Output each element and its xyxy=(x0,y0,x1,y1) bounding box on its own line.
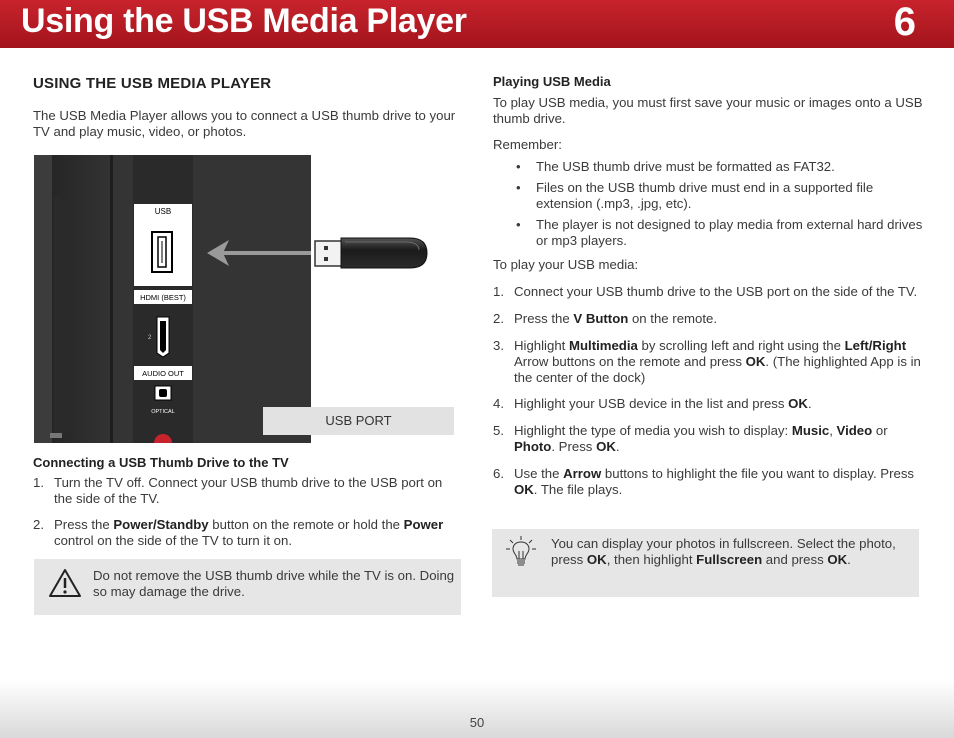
connect-steps: 1. Turn the TV off. Connect your USB thu… xyxy=(33,475,463,549)
chapter-number: 6 xyxy=(893,0,916,44)
playing-heading: Playing USB Media xyxy=(493,74,611,89)
list-item: 2. Press the V Button on the remote. xyxy=(493,311,718,326)
remember-list: •The USB thumb drive must be formatted a… xyxy=(516,159,925,249)
warning-icon xyxy=(49,569,81,597)
left-column: USING THE USB MEDIA PLAYER The USB Media… xyxy=(33,74,463,140)
connect-section: Connecting a USB Thumb Drive to the TV 1… xyxy=(33,455,463,549)
list-item: •Files on the USB thumb drive must end i… xyxy=(516,180,874,211)
right-column: Playing USB Media To play USB media, you… xyxy=(493,74,925,498)
optical-label: OPTICAL xyxy=(151,409,175,415)
list-item: 5. Highlight the type of media you wish … xyxy=(493,423,888,454)
list-item: 2. Press the Power/Standby button on the… xyxy=(33,517,444,548)
list-item: 4. Highlight your USB device in the list… xyxy=(493,396,812,411)
play-steps: 1. Connect your USB thumb drive to the U… xyxy=(493,284,925,498)
usb-port-caption: USB PORT xyxy=(263,407,454,435)
page-footer xyxy=(0,680,954,738)
list-item: 3. Highlight Multimedia by scrolling lef… xyxy=(493,338,921,385)
section-heading: USING THE USB MEDIA PLAYER xyxy=(33,75,272,92)
playing-intro: To play USB media, you must first save y… xyxy=(493,95,923,126)
usb-drive-illustration xyxy=(207,237,428,269)
tv-side-panel-image: USB HDMI (BEST) 2 AUDIO OUT OPTICAL xyxy=(34,155,311,443)
lightbulb-icon xyxy=(506,536,536,566)
tip-callout: You can display your photos in fullscree… xyxy=(492,529,919,597)
hdmi-number: 2 xyxy=(148,335,152,341)
page-number: 50 xyxy=(469,715,485,730)
list-item: •The player is not designed to play medi… xyxy=(516,217,923,248)
page-title: Using the USB Media Player xyxy=(21,2,467,40)
to-play-label: To play your USB media: xyxy=(493,257,639,272)
intro-paragraph: The USB Media Player allows you to conne… xyxy=(33,108,456,139)
connect-heading: Connecting a USB Thumb Drive to the TV xyxy=(33,455,289,470)
arrow-left-icon xyxy=(207,240,229,266)
list-item: •The USB thumb drive must be formatted a… xyxy=(516,159,835,174)
list-item: 6. Use the Arrow buttons to highlight th… xyxy=(493,466,915,497)
usb-label: USB xyxy=(155,207,171,216)
audio-out-label: AUDIO OUT xyxy=(142,369,184,378)
tv-side-illustration: USB HDMI (BEST) 2 AUDIO OUT OPTICAL xyxy=(34,155,311,443)
warning-text: Do not remove the USB thumb drive while … xyxy=(93,568,455,599)
tip-text: You can display your photos in fullscree… xyxy=(551,536,896,567)
remember-label: Remember: xyxy=(493,137,562,152)
hdmi-label: HDMI (BEST) xyxy=(140,293,186,302)
list-item: 1. Connect your USB thumb drive to the U… xyxy=(493,284,918,299)
list-item: 1. Turn the TV off. Connect your USB thu… xyxy=(33,475,443,506)
chapter-header: Using the USB Media Player 6 xyxy=(0,0,954,48)
warning-callout: Do not remove the USB thumb drive while … xyxy=(34,559,461,615)
